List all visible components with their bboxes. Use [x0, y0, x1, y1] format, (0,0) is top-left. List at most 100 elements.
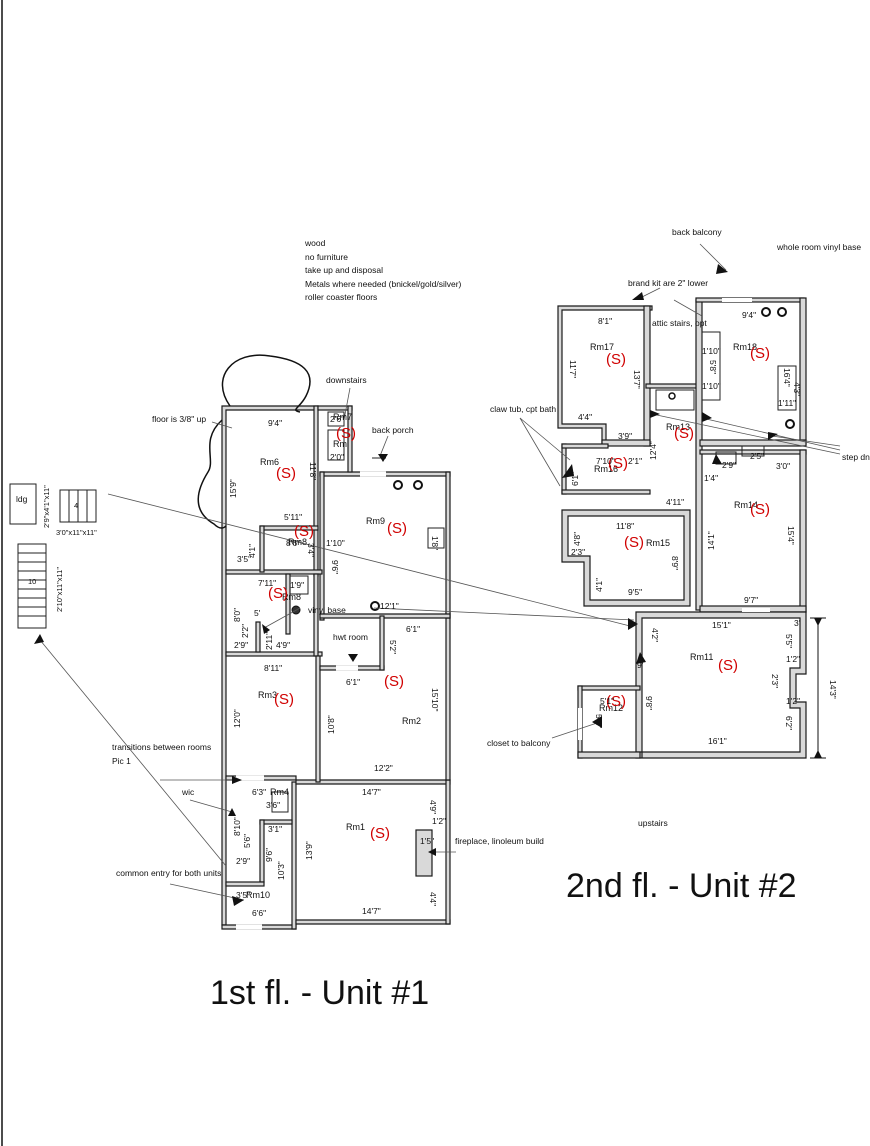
dim-label: 3'6": [266, 800, 280, 810]
room-label-rm9: Rm9: [366, 516, 385, 526]
dim-label: 5'6": [242, 834, 252, 848]
downstairs-label: downstairs: [326, 375, 367, 385]
dim-label: 2'11": [264, 632, 274, 650]
work-note-line: roller coaster floors: [305, 292, 377, 302]
wall-segment: [225, 881, 265, 887]
hwt-room-label: hwt room: [333, 632, 368, 642]
arrow-marker: [814, 750, 822, 758]
wall-segment: [577, 685, 641, 691]
dim-label: 6'1": [406, 624, 420, 634]
room-labels: Rm6 (S) Rm7 (S) Rm Rm9 (S) Rm8 (S) Rm8 (…: [246, 342, 770, 900]
leader-line: [263, 607, 301, 629]
work-note-line: Metals where needed (bnickel/gold/silver…: [305, 279, 462, 289]
wall-segment: [445, 611, 451, 781]
arrow-marker: [232, 896, 244, 906]
leader-line: [343, 387, 351, 421]
dim-label: 8'6": [286, 538, 300, 548]
fixture-box: [655, 389, 695, 411]
arrow-marker: [814, 618, 822, 626]
fireplace-label: fireplace, linoleum build: [455, 836, 544, 846]
dim-label: 8'1": [598, 316, 612, 326]
leader-line: [211, 421, 233, 429]
dim-label: 1'5": [420, 836, 434, 846]
common-entry-label: common entry for both units: [116, 868, 221, 878]
dim-label: 1'10": [702, 381, 721, 391]
room-label-rm11: Rm11: [690, 652, 713, 662]
arrow-marker: [712, 454, 722, 464]
back-porch-label: back porch: [372, 425, 414, 435]
dim-label: 14'3": [828, 680, 838, 699]
room-s-mark: (S): [750, 345, 770, 362]
dim-label: 1'10": [326, 538, 345, 548]
stair-diagrams: [9, 483, 97, 629]
room-label-rm6: Rm6: [260, 457, 279, 467]
wall-segment: [601, 439, 651, 447]
fixture-circle: [413, 480, 423, 490]
arrow-marker: [562, 464, 574, 478]
room-label-rm8: Rm8: [288, 537, 307, 547]
leader-line: [519, 417, 561, 487]
room-label-rm3: Rm3: [258, 690, 277, 700]
wall-segment: [561, 443, 567, 495]
arrow-marker: [262, 624, 270, 634]
vinyl-base-label: vinyl base: [308, 605, 346, 615]
cabinet-box: [701, 331, 721, 401]
dim-label: 9'6": [264, 848, 274, 862]
room-label-rm2: Rm2: [402, 716, 421, 726]
dim-label: 13'9": [304, 841, 314, 860]
dim-label: 9'7": [744, 595, 758, 605]
arrow-marker: [636, 652, 646, 664]
room-s-mark: (S): [276, 465, 296, 482]
room-label-rm7: Rm7: [333, 412, 352, 422]
fixture-circle: [785, 419, 795, 429]
arrow-marker: [378, 454, 388, 462]
wall-segment: [259, 525, 265, 573]
closet-box: [327, 429, 345, 461]
arrow-marker: [228, 808, 236, 816]
room-floor: [567, 515, 685, 601]
arrow-marker: [650, 410, 660, 418]
wall-segment: [799, 297, 807, 445]
arrow-marker: [232, 776, 242, 784]
brand-kit-label: brand kit are 2" lower: [628, 278, 708, 288]
dim-label: 5': [254, 608, 261, 618]
step-down-label: step dn: [842, 452, 870, 462]
room-s-mark: (S): [624, 534, 644, 551]
dim-label: 3'9": [618, 431, 632, 441]
dim-label: 1'8": [430, 536, 440, 550]
leader-line: [699, 243, 727, 271]
second-floor-title: 2nd fl. - Unit #2: [566, 867, 797, 905]
wall-segment: [347, 405, 353, 473]
room-label-rm1: Rm1: [346, 822, 365, 832]
dim-label: 5'8": [708, 360, 718, 374]
ldg-label: ldg: [16, 494, 28, 504]
notes: wood no furniture take up and disposal M…: [16, 227, 870, 878]
step-box: [741, 445, 765, 457]
room-label-rm13: Rm13: [666, 422, 690, 432]
dim-label: 14'7": [362, 906, 381, 916]
dim-label: 4'3": [792, 382, 802, 396]
room-s-mark: (S): [336, 425, 356, 442]
dim-label: 2'3": [571, 547, 585, 557]
dim-label: 4'9": [428, 800, 438, 814]
dim-label: 12'4": [648, 441, 658, 460]
pic-label: Pic 1: [112, 756, 131, 766]
dim-label: 15'9": [228, 479, 238, 498]
arrow-marker: [702, 412, 712, 422]
dim-label: 5'5": [784, 634, 794, 648]
attic-stairs-label: attic stairs, opt: [652, 318, 707, 328]
dim-label: 15'10": [430, 688, 440, 712]
whole-room-label: whole room vinyl base: [776, 242, 861, 252]
dim-label: 2'2": [240, 624, 250, 638]
dim-label: 1'2": [432, 816, 446, 826]
dim-label: 9'5": [628, 587, 642, 597]
dim-label: 16'1": [708, 736, 727, 746]
room-s-mark: (S): [674, 425, 694, 442]
dim-label: 10'8": [326, 715, 336, 734]
arrow-marker: [768, 432, 778, 440]
leader-line: [39, 639, 227, 867]
arrow-marker: [428, 848, 436, 856]
leader-line: [519, 417, 571, 461]
dim-label: 14'1": [706, 531, 716, 550]
dim-label: 10'3": [276, 861, 286, 880]
